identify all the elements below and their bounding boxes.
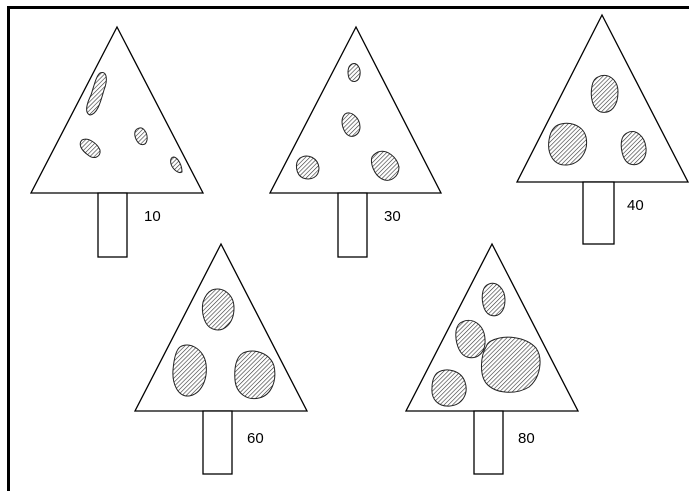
tree-4-label: 60 [247, 430, 264, 447]
tree-2: 30 [270, 27, 441, 257]
tree-5-trunk [474, 411, 503, 474]
tree-3-trunk [583, 182, 614, 244]
tree-4-spot [173, 345, 206, 396]
tree-5-label: 80 [518, 430, 535, 447]
tree-4-spot [235, 351, 275, 399]
tree-2-trunk [338, 193, 367, 257]
tree-4: 60 [135, 244, 307, 474]
tree-5: 80 [406, 244, 578, 474]
tree-4-trunk [203, 411, 232, 474]
tree-2-label: 30 [384, 208, 401, 225]
tree-5-spot [481, 337, 540, 392]
tree-2-spot [296, 156, 319, 179]
tree-1-label: 10 [144, 208, 161, 225]
tree-5-spot [456, 320, 485, 357]
tree-1-trunk [98, 193, 127, 257]
tree-5-spot [482, 283, 505, 315]
tree-5-spot [432, 370, 466, 406]
tree-2-crown [270, 27, 441, 193]
tree-1: 10 [31, 27, 203, 257]
tree-3-spot [591, 75, 618, 112]
tree-3: 40 [517, 15, 688, 244]
tree-2-spot [348, 64, 360, 82]
tree-4-spot [202, 289, 234, 330]
tree-3-label: 40 [627, 197, 644, 214]
